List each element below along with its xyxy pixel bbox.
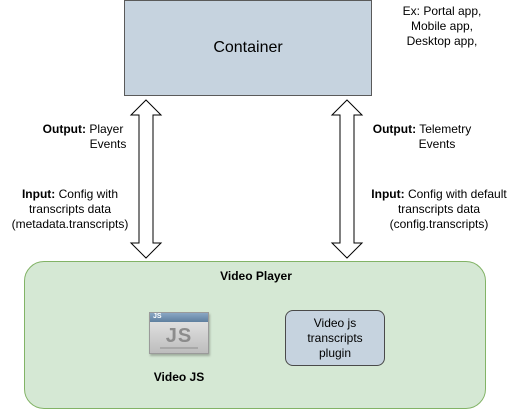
container-examples: Ex: Portal app, Mobile app, Desktop app, xyxy=(372,4,512,49)
video-player-panel: Video Player JS JS Video JS Video js tra… xyxy=(24,261,486,409)
example-line-1: Ex: Portal app, xyxy=(402,4,482,18)
videojs-logo-header xyxy=(150,313,208,322)
left-input-label: Input: Config with transcripts data (met… xyxy=(2,187,138,232)
video-player-title: Video Player xyxy=(220,269,292,283)
left-input-text-3: (metadata.transcripts) xyxy=(11,217,129,231)
right-input-text-3: (config.transcripts) xyxy=(389,217,489,231)
left-double-arrow xyxy=(129,99,163,259)
right-output-key: Output: xyxy=(372,122,417,136)
right-input-label: Input: Config with default transcripts d… xyxy=(364,187,514,232)
left-input-text-1: Config with xyxy=(58,187,119,201)
right-output-label: Output: Telemetry Events xyxy=(362,122,482,152)
right-input-text-2: transcripts data xyxy=(397,202,481,216)
videojs-label: Video JS xyxy=(153,370,205,384)
videojs-logo-text: JS xyxy=(165,325,193,347)
left-output-text-2: Events xyxy=(89,137,127,151)
transcripts-plugin-label: Video js transcripts plugin xyxy=(307,315,363,360)
left-input-text-2: transcripts data xyxy=(28,202,112,216)
left-output-key: Output: xyxy=(42,122,86,136)
videojs-logo-line xyxy=(160,347,198,349)
example-line-3: Desktop app, xyxy=(406,34,478,48)
example-line-2: Mobile app, xyxy=(410,19,474,33)
transcripts-plugin-box: Video js transcripts plugin xyxy=(285,310,385,366)
videojs-logo-icon: JS JS xyxy=(149,312,209,354)
right-output-text-1: Telemetry xyxy=(419,122,472,136)
left-output-label: Output: Player Events xyxy=(28,122,138,152)
container-box: Container xyxy=(124,0,372,96)
right-double-arrow xyxy=(330,99,364,259)
right-input-key: Input: xyxy=(371,187,405,201)
left-input-key: Input: xyxy=(21,187,56,201)
right-output-text-2: Events xyxy=(418,137,456,151)
container-title: Container xyxy=(213,39,283,56)
left-output-text-1: Player xyxy=(89,122,124,136)
right-input-text-1: Config with default xyxy=(407,187,507,201)
videojs-logo-mini-text: JS xyxy=(153,313,162,320)
